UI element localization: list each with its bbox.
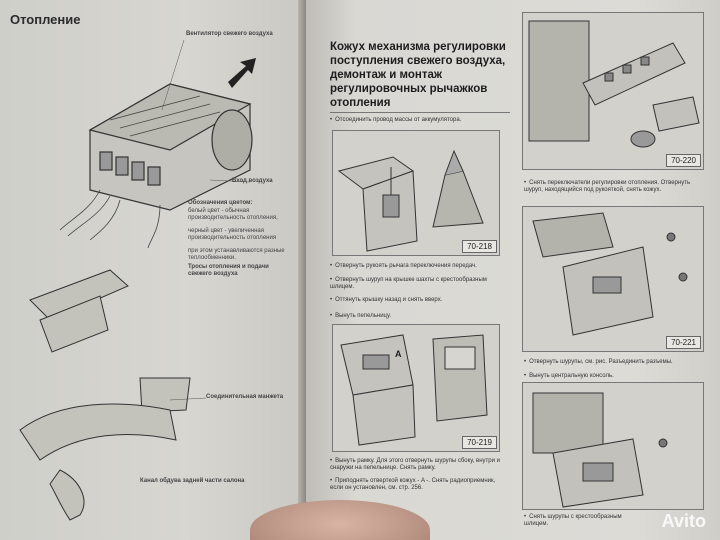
figure-label: 70-220 [666, 154, 701, 167]
watermark: Avito [661, 511, 706, 531]
step-4: Оттянуть крышку назад и снять вверх. [330, 297, 510, 304]
callout-letter-a: A [395, 349, 402, 359]
step-r1: Снять переключатели регулировки отоплени… [524, 180, 704, 194]
step-1: Отсоединить провод массы от аккумулятора… [330, 117, 510, 124]
heat-exchanger-note: при этом устанавливаются разные теплообм… [188, 248, 285, 261]
color-black-note: черный цвет - увеличенная производительн… [188, 228, 277, 241]
figure-label: 70-219 [462, 436, 497, 449]
figure-70-218: 70-218 [332, 130, 500, 256]
page-heading: Отопление [10, 12, 81, 27]
figure-70-219: A 70-219 [332, 324, 500, 452]
section-title: Кожух механизма регулировки поступления … [330, 41, 506, 109]
heater-assembly-illustration [19, 39, 256, 521]
step-3: Отвернуть шуруп на крышке шахты с кресто… [330, 277, 510, 291]
figure-70-220: 70-220 [522, 12, 704, 170]
step-r2: Отвернуть шурупы, см. рис. Разъединить р… [524, 359, 704, 366]
cables-callout: Тросы отопления и подачи свежего воздуха [188, 264, 269, 277]
rear-channel-callout: Канал обдува задней части салона [140, 478, 245, 484]
figure-label: 70-221 [666, 336, 701, 349]
color-white-note: белый цвет - обычная производительность … [188, 208, 278, 221]
air-inlet-callout: Вход воздуха [232, 178, 273, 184]
step-r4: Снять шурупы с крестообразным шлицем. [524, 514, 644, 528]
left-page: Отопление [0, 0, 312, 540]
step-5: Вынуть пепельницу. [330, 313, 510, 320]
connector-callout: Соединительная манжета [206, 394, 284, 400]
figure-console [522, 382, 704, 510]
step-6: Вынуть рамку. Для этого отвернуть шурупы… [330, 458, 510, 472]
color-code-title: Обозначения цветом: [188, 200, 253, 206]
finger-photo-edge [250, 500, 430, 540]
step-r3: Вынуть центральную консоль. [524, 373, 704, 380]
figure-label: 70-218 [462, 240, 497, 253]
step-7: Приподнять отверткой кожух - A -. Снять … [330, 478, 510, 492]
figure-70-221: 70-221 [522, 206, 704, 352]
step-2: Отвернуть рукоять рычага переключения пе… [330, 263, 510, 270]
fan-callout: Вентилятор свежего воздуха [186, 31, 273, 37]
